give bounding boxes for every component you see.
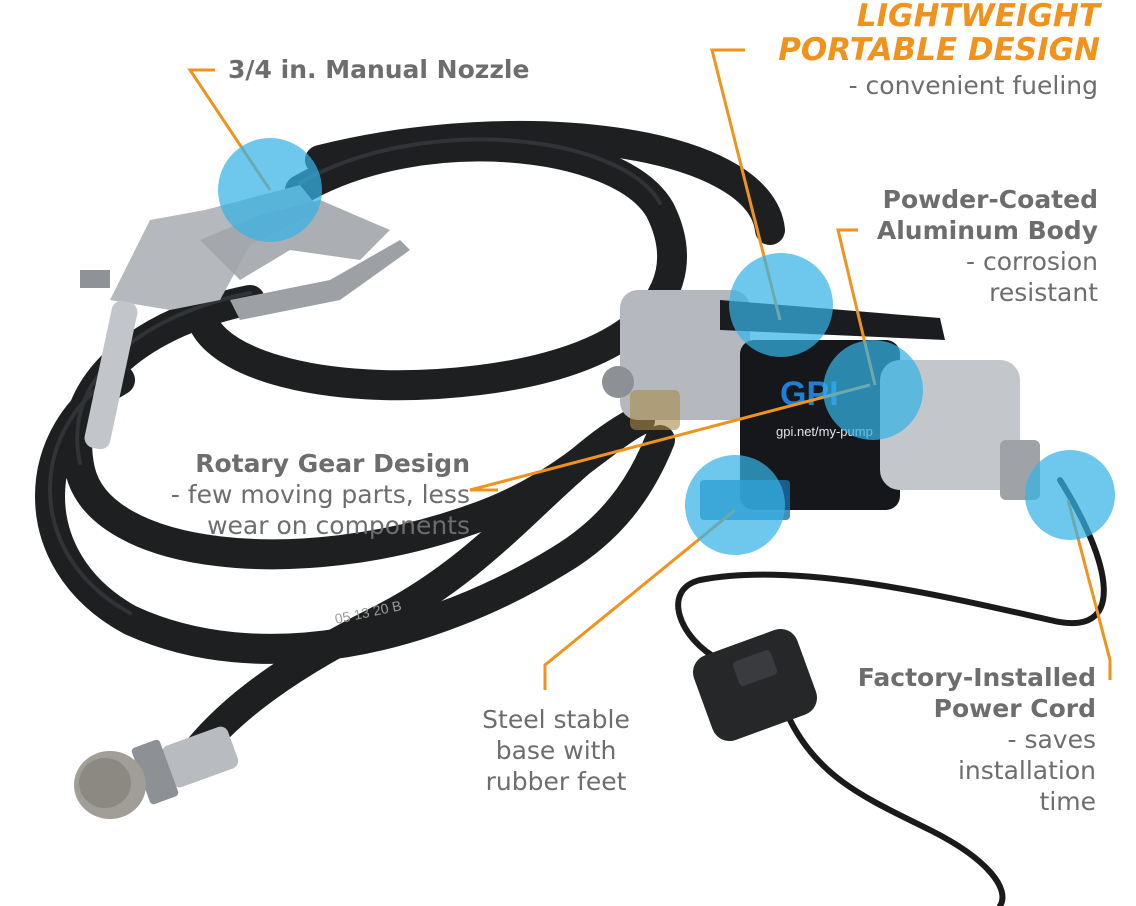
label-body-title-2: Aluminum Body bbox=[876, 216, 1098, 245]
label-gear-sub-1: - few moving parts, less bbox=[170, 480, 470, 509]
callout-marker-base bbox=[685, 455, 785, 555]
headline-title: LIGHTWEIGHT PORTABLE DESIGN bbox=[778, 0, 1100, 67]
callout-marker-body bbox=[823, 340, 923, 440]
label-cord-title-2: Power Cord bbox=[933, 694, 1096, 723]
label-base-line-1: Steel stable bbox=[482, 705, 630, 734]
label-body-sub-1: - corrosion bbox=[966, 247, 1098, 276]
label-cord-sub-1: - saves bbox=[1007, 725, 1096, 754]
label-aluminum-body: Powder-Coated Aluminum Body - corrosion … bbox=[877, 184, 1098, 308]
callout-marker-nozzle bbox=[218, 138, 322, 242]
label-gear-sub-2: wear on components bbox=[207, 511, 470, 540]
leader-gear bbox=[469, 383, 871, 492]
headline-subtitle: - convenient fueling bbox=[849, 70, 1098, 101]
label-rotary-gear: Rotary Gear Design - few moving parts, l… bbox=[171, 448, 470, 541]
label-gear-title: Rotary Gear Design bbox=[195, 449, 470, 478]
label-cord-title-1: Factory-Installed bbox=[857, 663, 1096, 692]
headline-line-1: LIGHTWEIGHT bbox=[856, 0, 1100, 34]
label-base-line-3: rubber feet bbox=[485, 767, 627, 796]
label-body-title-1: Powder-Coated bbox=[882, 185, 1098, 214]
hose-end-fitting bbox=[74, 726, 239, 819]
callout-markers bbox=[218, 138, 1115, 555]
headline-line-2: PORTABLE DESIGN bbox=[778, 32, 1100, 68]
label-cord-sub-2: installation bbox=[957, 756, 1096, 785]
leader-lightweight bbox=[710, 48, 782, 321]
callout-marker-cord bbox=[1025, 450, 1115, 540]
power-switch-box bbox=[692, 628, 818, 742]
label-nozzle: 3/4 in. Manual Nozzle bbox=[228, 54, 529, 85]
leader-lines bbox=[187, 48, 1112, 690]
callout-marker-lightweight bbox=[729, 253, 833, 357]
power-cord bbox=[675, 477, 1107, 906]
label-nozzle-text: 3/4 in. Manual Nozzle bbox=[228, 55, 530, 84]
leader-base bbox=[543, 508, 736, 690]
leader-body bbox=[836, 228, 877, 386]
label-power-cord: Factory-Installed Power Cord - saves ins… bbox=[858, 662, 1096, 817]
label-base-line-2: base with bbox=[495, 736, 617, 765]
label-cord-sub-3: time bbox=[1039, 787, 1096, 816]
leader-cord bbox=[1066, 499, 1112, 680]
headline-subtitle-text: - convenient fueling bbox=[848, 71, 1098, 100]
label-steel-base: Steel stable base with rubber feet bbox=[466, 704, 646, 797]
label-body-sub-2: resistant bbox=[989, 278, 1098, 307]
